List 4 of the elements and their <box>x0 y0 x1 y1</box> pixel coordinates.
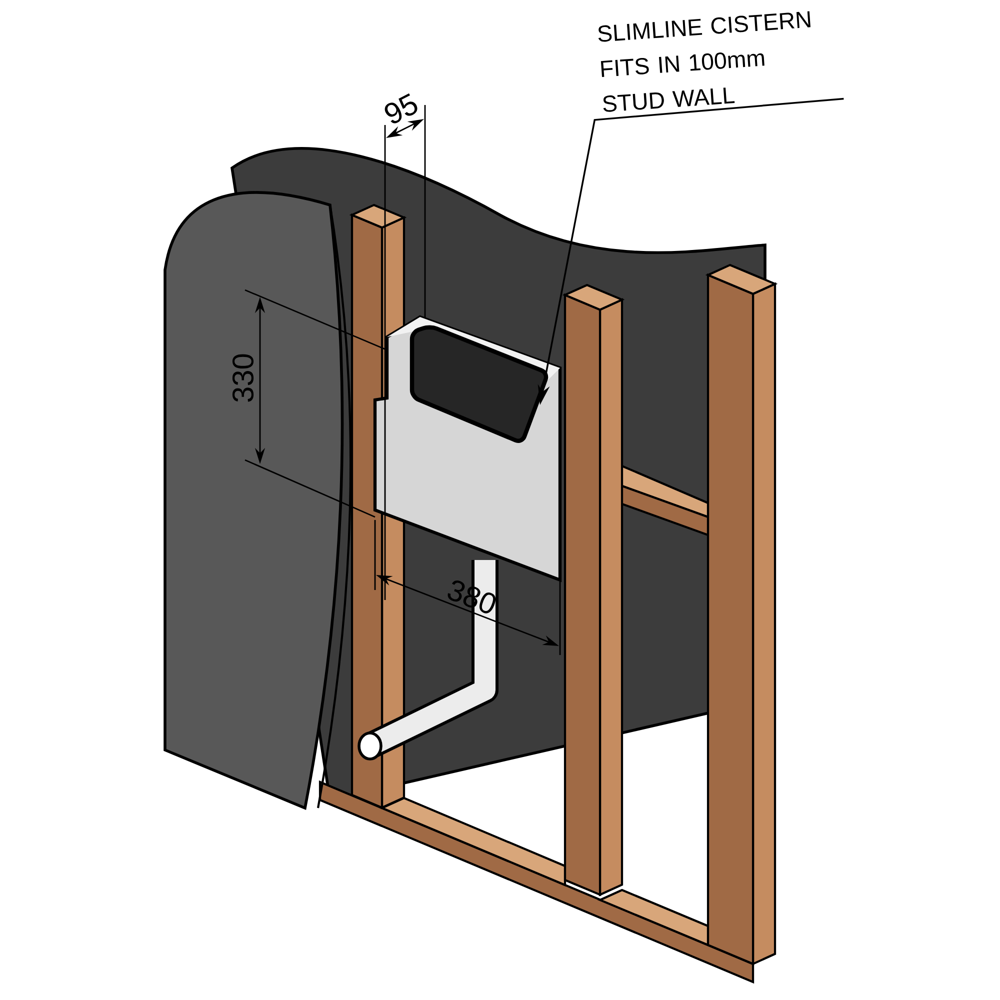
callout-text: SLIMLINE CISTERN FITS IN 100mm STUD WALL <box>598 11 810 112</box>
dimension-label: 95 <box>384 93 418 124</box>
dimension-label: 330 <box>232 354 254 402</box>
cistern-drawing <box>373 315 562 582</box>
